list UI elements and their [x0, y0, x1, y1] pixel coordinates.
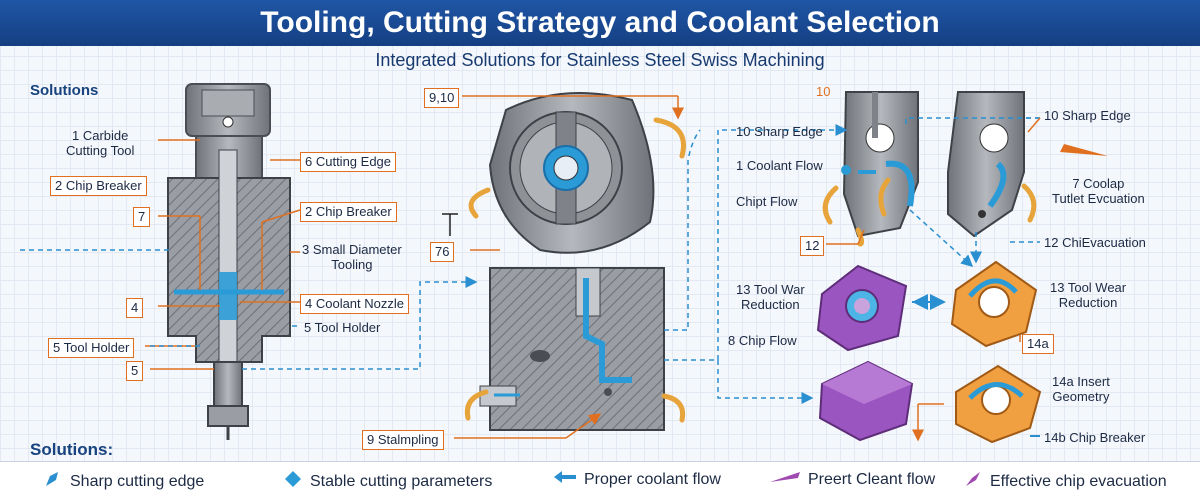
wedge-icon: [770, 470, 800, 489]
legend-label: Sharp cutting edge: [70, 472, 205, 490]
label-tool-holder-right: 5 Tool Holder: [304, 320, 381, 335]
grooving-tool-left: [841, 91, 919, 238]
label-sharp-edge-left: 10 Sharp Edge: [736, 124, 823, 139]
workpiece-block-illustration: [479, 267, 665, 431]
label-tool-wear-reduction: 13 Tool Wear Reduction: [1050, 280, 1126, 310]
page-subtitle: Integrated Solutions for Stainless Steel…: [375, 50, 825, 70]
insert-purple-top: [816, 264, 908, 352]
feather-icon: [964, 470, 982, 493]
label-chip-breaker-right: 2 Chip Breaker: [300, 202, 397, 222]
footer-heading: Solutions:: [30, 440, 114, 459]
label-chip-breaker-left: 2 Chip Breaker: [50, 176, 147, 196]
legend-label: Stable cutting parameters: [310, 472, 493, 490]
label-tool-war-reduction: 13 Tool War Reduction: [736, 282, 805, 312]
label-small-diameter-tooling: 3 Small Diameter Tooling: [302, 242, 402, 272]
label-chip-flow-8: 8 Chip Flow: [728, 333, 797, 348]
section-label: Solutions: [30, 82, 99, 99]
legend-item-coolant-flow: Proper coolant flow: [554, 470, 721, 489]
label-chip-flow-top: Chipt Flow: [736, 194, 798, 209]
label-coolant-flow: 1 Coolant Flow: [736, 158, 823, 173]
legend-label: Proper coolant flow: [584, 470, 721, 488]
legend-bar: Sharp cutting edge Stable cutting parame…: [0, 461, 1200, 501]
label-small-diameter-line: 3 Small Diameter Tooling: [302, 242, 402, 272]
insert-orange-bottom: [955, 364, 1042, 444]
label-tool-war-line: 13 Tool War Reduction: [736, 282, 805, 312]
legend-label: Preert Cleant flow: [808, 470, 936, 488]
label-tool-holder-left: 5 Tool Holder: [48, 338, 135, 358]
label-box-7: 7: [133, 207, 151, 227]
label-box-12: 12: [800, 236, 825, 256]
pen-nib-icon: [44, 470, 62, 493]
label-insert-geometry: 14a Insert Geometry: [1052, 374, 1110, 404]
label-box-76: 76: [430, 242, 455, 262]
label-stamping: 9 Stalmpling: [362, 430, 444, 450]
label-number-10: 10: [816, 84, 831, 99]
page-title: Tooling, Cutting Strategy and Coolant Se…: [260, 6, 940, 39]
legend-item-sharp-edge: Sharp cutting edge: [44, 470, 204, 493]
label-box-5: 5: [126, 361, 144, 381]
label-cutting-edge: 6 Cutting Edge: [300, 152, 397, 172]
legend-item-chip-evacuation: Effective chip evacuation: [964, 470, 1167, 493]
label-carbide-cutting-tool: 1 Carbide Cutting Tool: [66, 128, 134, 158]
label-box-4: 4: [126, 298, 144, 318]
insert-orange-top: [950, 260, 1038, 348]
label-coolant-nozzle: 4 Coolant Nozzle: [300, 294, 409, 314]
label-sharp-edge-right: 10 Sharp Edge: [1044, 108, 1131, 123]
title-banner: Tooling, Cutting Strategy and Coolant Se…: [0, 0, 1200, 46]
label-coolap-evacuation: 7 Coolap Tutlet Evcuation: [1052, 176, 1145, 206]
label-insert-geometry-line: 14a Insert Geometry: [1052, 374, 1110, 404]
arrow-left-icon: [554, 470, 576, 489]
label-carbide-line: 1 Carbide Cutting Tool: [66, 128, 135, 158]
label-box-14a: 14a: [1022, 334, 1054, 354]
insert-purple-bottom: [818, 360, 914, 442]
label-chip-breaker-14b: 14b Chip Breaker: [1044, 430, 1146, 445]
legend-item-stable-params: Stable cutting parameters: [284, 470, 492, 493]
label-chi-evacuation: 12 ChiEvacuation: [1044, 235, 1146, 250]
grooving-tool-right: [947, 91, 1025, 238]
label-coolap-line: 7 Coolap Tutlet Evcuation: [1052, 176, 1145, 206]
legend-label: Effective chip evacuation: [990, 472, 1167, 490]
tool-holder-illustration: [167, 83, 291, 440]
legend-item-preert-flow: Preert Cleant flow: [770, 470, 935, 489]
label-box-9-10: 9,10: [424, 88, 460, 108]
round-workpiece-illustration: [488, 91, 655, 254]
label-tool-wear-line: 13 Tool Wear Reduction: [1050, 280, 1127, 310]
diamond-icon: [284, 470, 302, 493]
